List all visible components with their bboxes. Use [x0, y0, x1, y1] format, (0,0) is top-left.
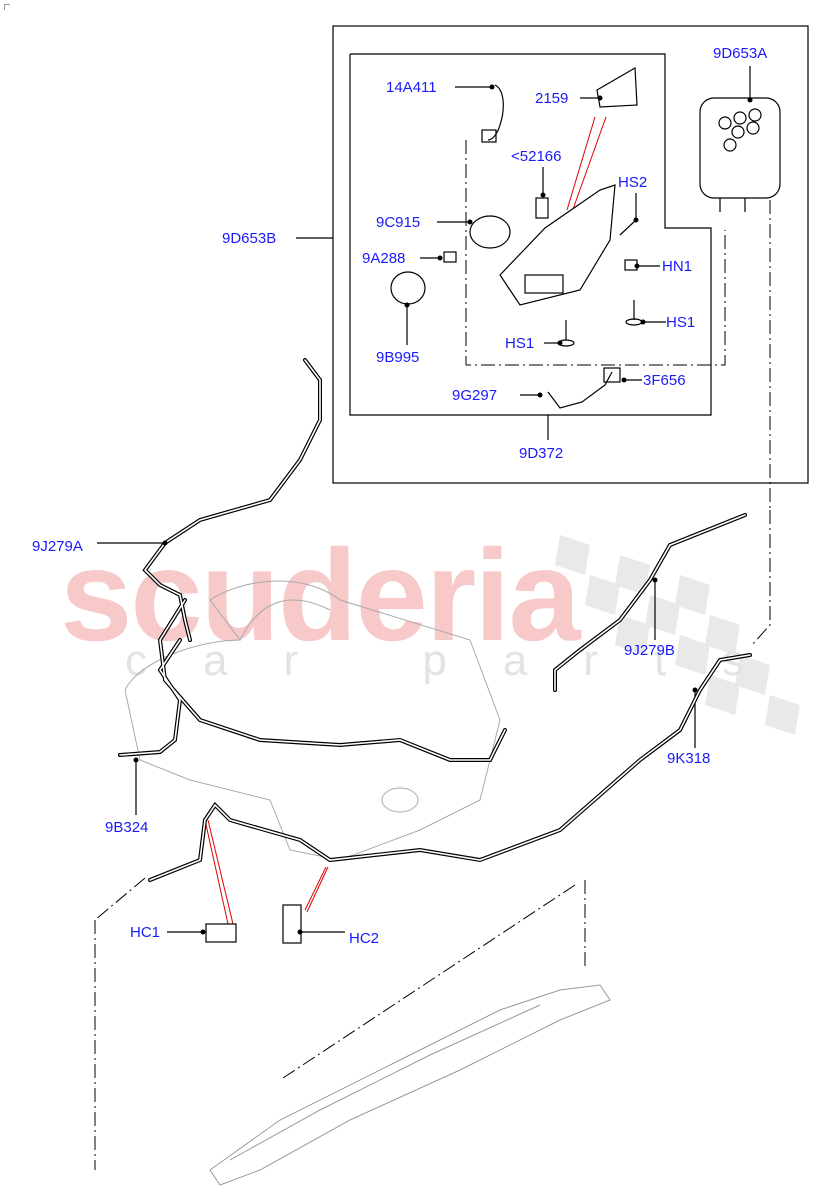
label-9b324[interactable]: 9B324: [105, 819, 149, 836]
label-9j279a[interactable]: 9J279A: [32, 538, 83, 555]
label-hn1[interactable]: HN1: [662, 258, 693, 275]
hc2-clip: [282, 904, 302, 944]
label-3f656[interactable]: 3F656: [643, 372, 686, 389]
inner-group-box: [349, 53, 712, 416]
hc1-clip: [205, 923, 237, 943]
label-2159[interactable]: 2159: [535, 90, 569, 107]
label-9j279b[interactable]: 9J279B: [624, 642, 675, 659]
outer-group-box: [332, 25, 809, 484]
label-9a288[interactable]: 9A288: [362, 250, 406, 267]
label-hs2[interactable]: HS2: [618, 174, 648, 191]
label-hc2[interactable]: HC2: [349, 930, 380, 947]
label-9k318[interactable]: 9K318: [667, 750, 711, 767]
label-9d653a[interactable]: 9D653A: [713, 45, 768, 62]
watermark-scuderia: scuderia: [60, 522, 581, 668]
label-9d653b[interactable]: 9D653B: [222, 230, 277, 247]
label-9b995[interactable]: 9B995: [376, 349, 420, 366]
label-9d372[interactable]: 9D372: [519, 445, 564, 462]
label-52166[interactable]: <52166: [511, 148, 562, 165]
label-9c915[interactable]: 9C915: [376, 214, 421, 231]
part-shapes: [390, 66, 781, 409]
heat-shield: [209, 984, 611, 1186]
label-hc1[interactable]: HC1: [130, 924, 161, 941]
label-9g297[interactable]: 9G297: [452, 387, 498, 404]
label-hs1-right[interactable]: HS1: [666, 314, 696, 331]
corner-mark: [4, 4, 10, 10]
fuel-tank: [124, 580, 501, 861]
checkered-flag-watermark: [555, 535, 800, 735]
label-hs1-left[interactable]: HS1: [505, 335, 535, 352]
label-14a411[interactable]: 14A411: [386, 79, 437, 96]
